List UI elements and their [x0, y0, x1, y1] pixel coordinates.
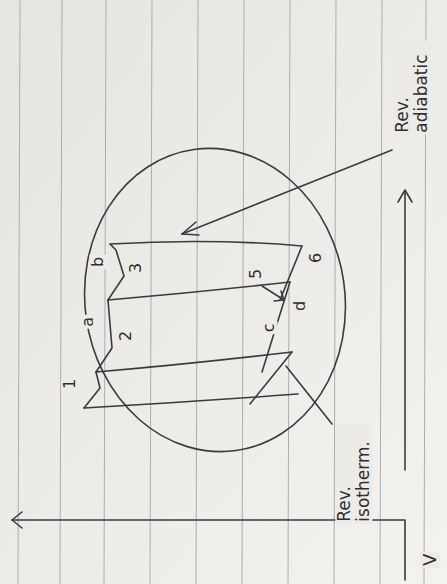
leader-line [286, 366, 332, 424]
leader-arrowhead [182, 222, 199, 235]
point-label: c [259, 322, 277, 335]
axis-arrow [12, 512, 22, 528]
point-label: 2 [117, 329, 135, 343]
leader-arrowhead [274, 291, 284, 301]
leader-line [262, 286, 284, 300]
point-label: 5 [247, 267, 265, 281]
ruled-lines [18, 0, 426, 584]
isotherm-segment [96, 300, 112, 372]
point-label: 6 [307, 251, 325, 265]
axis-label: V [420, 552, 440, 568]
adiabatic-curve [108, 282, 290, 300]
isotherm-segment [108, 244, 124, 300]
v-arrowhead [398, 190, 412, 202]
leader-line [182, 150, 392, 234]
point-label: b [89, 255, 107, 269]
point-label: 1 [61, 377, 79, 391]
isotherm-segment [250, 352, 292, 404]
point-label: a [79, 315, 97, 329]
curve-annotation: Rev. adiabatic [393, 41, 430, 135]
cycle-ellipse [65, 131, 365, 468]
isotherm-segment [280, 246, 302, 300]
isotherm-segment [84, 372, 100, 408]
curve-annotation: Rev. isotherm. [335, 424, 372, 524]
v-arrow [404, 192, 406, 470]
adiabatic-curve [110, 241, 302, 246]
point-label: d [291, 299, 309, 313]
axis [12, 520, 405, 580]
adiabatic-curve [84, 394, 298, 408]
point-label: 3 [127, 261, 145, 275]
pv-drawing [12, 131, 412, 580]
